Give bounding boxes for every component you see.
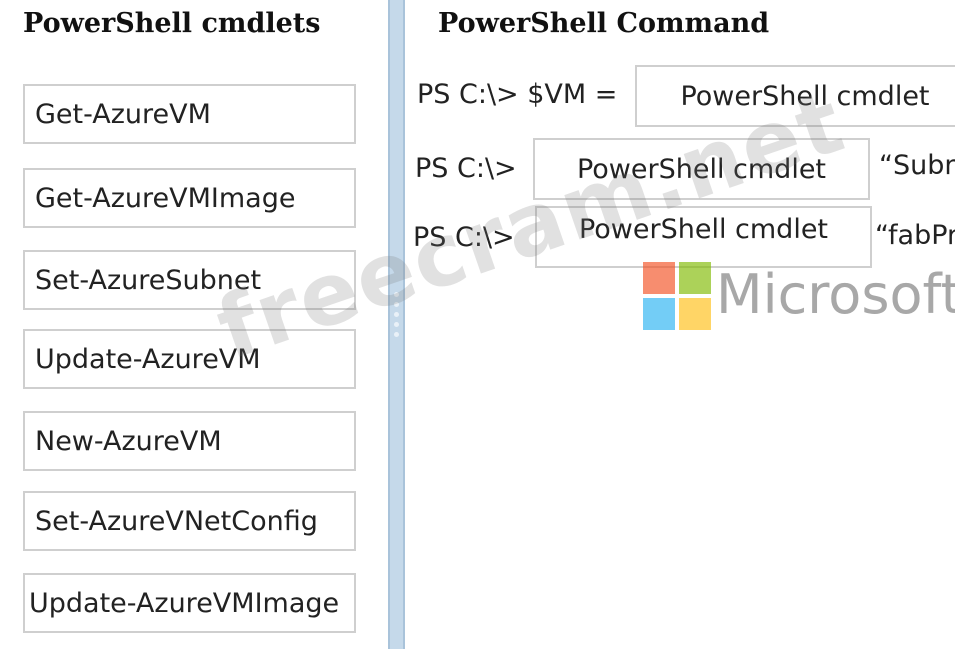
command-prompt-3: PS C:\> bbox=[413, 222, 515, 253]
cmdlet-new-azurevm[interactable]: New-AzureVM bbox=[23, 411, 356, 471]
splitter-grip-dot bbox=[394, 312, 399, 317]
command-prompt-2: PS C:\> bbox=[415, 153, 517, 184]
cmdlet-set-azuresubnet[interactable]: Set-AzureSubnet bbox=[23, 250, 356, 310]
cmdlet-get-azurevm[interactable]: Get-AzureVM bbox=[23, 84, 356, 144]
cmdlet-drop-slot-3[interactable]: PowerShell cmdlet bbox=[535, 206, 872, 268]
splitter-grip-dot bbox=[394, 322, 399, 327]
command-panel: PowerShell Command PS C:\> $VM = PowerSh… bbox=[405, 0, 955, 649]
cmdlets-panel: PowerShell cmdlets Get-AzureVM Get-Azure… bbox=[0, 0, 388, 649]
splitter-grip-dot bbox=[394, 332, 399, 337]
cmdlets-heading: PowerShell cmdlets bbox=[23, 8, 321, 39]
splitter-grip-dot bbox=[394, 302, 399, 307]
panel-splitter[interactable] bbox=[388, 0, 405, 649]
cmdlet-set-azurevnetconfig[interactable]: Set-AzureVNetConfig bbox=[23, 491, 356, 551]
cmdlet-update-azurevmimage[interactable]: Update-AzureVMImage bbox=[23, 573, 356, 633]
command-heading: PowerShell Command bbox=[438, 8, 770, 39]
command-argument-3: “fabPr bbox=[875, 220, 955, 251]
cmdlet-drop-slot-2[interactable]: PowerShell cmdlet bbox=[533, 138, 870, 200]
cmdlet-get-azurevmimage[interactable]: Get-AzureVMImage bbox=[23, 168, 356, 228]
cmdlet-update-azurevm[interactable]: Update-AzureVM bbox=[23, 329, 356, 389]
cmdlet-drop-slot-1[interactable]: PowerShell cmdlet bbox=[635, 65, 955, 127]
splitter-grip-dot bbox=[394, 292, 399, 297]
command-argument-2: “Subn bbox=[879, 150, 955, 181]
command-prompt-1: PS C:\> $VM = bbox=[417, 79, 618, 110]
